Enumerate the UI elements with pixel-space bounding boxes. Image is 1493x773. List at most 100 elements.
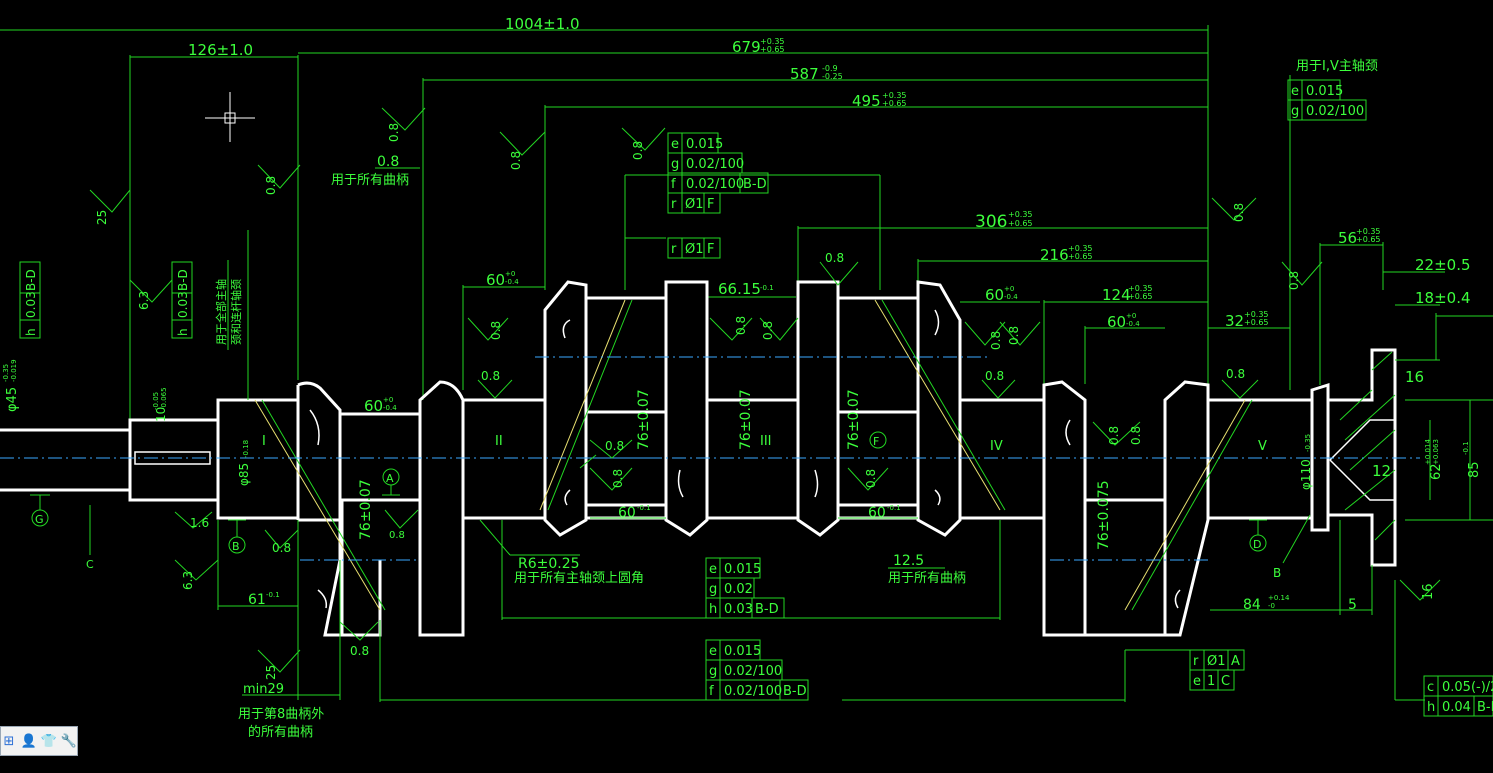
svg-text:+0.014: +0.014	[1424, 439, 1432, 465]
dim-85: 85	[1467, 461, 1482, 478]
svg-text:+0: +0	[383, 396, 393, 404]
svg-text:B-D: B-D	[743, 177, 767, 192]
svg-text:g: g	[671, 157, 679, 172]
dim-306: 306	[975, 212, 1007, 232]
note-main-journals: 用于I,V主轴颈	[1296, 59, 1378, 74]
dim-62: 62	[1429, 463, 1444, 480]
svg-text:+0: +0	[505, 270, 515, 278]
svg-text:c: c	[1427, 680, 1434, 695]
journal-label-3: III	[760, 434, 772, 449]
svg-text:+0.063: +0.063	[1432, 439, 1440, 465]
svg-text:C: C	[86, 558, 94, 571]
svg-text:Ø1: Ø1	[685, 242, 704, 257]
dim-22: 22±0.5	[1415, 256, 1471, 274]
dim-18: 18±0.4	[1415, 289, 1471, 307]
svg-text:0.8: 0.8	[1287, 271, 1301, 290]
svg-text:B-D: B-D	[1477, 700, 1493, 715]
svg-text:D: D	[1253, 538, 1261, 551]
dim-76-b: 76±0.07	[636, 389, 652, 450]
svg-text:-0.1: -0.1	[266, 591, 280, 599]
dim-495-tol-up: +0.35	[882, 91, 907, 100]
shirt-icon[interactable]: 👕	[40, 733, 58, 749]
dim-216-tol-up: +0.35	[1068, 244, 1093, 253]
journal-labels: I II III IV V	[262, 434, 1267, 454]
user-icon[interactable]: 👤	[20, 733, 38, 749]
svg-text:-0.4: -0.4	[505, 278, 519, 286]
journal-label-5: V	[1258, 439, 1267, 454]
svg-text:e: e	[709, 644, 717, 659]
svg-text:0.8: 0.8	[985, 369, 1004, 383]
wrench-icon[interactable]: 🔧	[60, 733, 78, 749]
svg-text:0.8: 0.8	[864, 469, 878, 488]
dim-60-d: 60	[364, 397, 383, 415]
centerlines	[0, 356, 1420, 561]
svg-text:0.8: 0.8	[734, 316, 748, 335]
svg-text:F: F	[873, 435, 879, 448]
svg-text:1: 1	[1207, 674, 1215, 689]
dim-5: 5	[1348, 597, 1357, 613]
dim-56-tol-up: +0.35	[1356, 227, 1381, 236]
dim-r6: R6±0.25	[518, 556, 580, 572]
svg-text:-0.065: -0.065	[160, 387, 168, 410]
dim-phi85: φ85	[237, 463, 251, 486]
svg-text:0.03: 0.03	[24, 291, 38, 318]
svg-text:e: e	[671, 137, 679, 152]
svg-text:f: f	[671, 177, 676, 192]
svg-text:-0.1: -0.1	[637, 504, 651, 512]
svg-text:0.8: 0.8	[1226, 367, 1245, 381]
dim-126: 126±1.0	[188, 41, 253, 59]
dim-32-tol-dn: +0.65	[1244, 318, 1269, 327]
svg-text:-0.4: -0.4	[1126, 320, 1140, 328]
dim-76-a: 76±0.07	[358, 479, 374, 540]
svg-text:0.8: 0.8	[1129, 426, 1143, 445]
svg-text:0.02/100: 0.02/100	[686, 157, 744, 172]
svg-text:0.8: 0.8	[611, 469, 625, 488]
dim-12-5: 12.5	[893, 553, 924, 569]
svg-text:0.8: 0.8	[1007, 326, 1021, 345]
svg-text:-0.35: -0.35	[1304, 434, 1312, 452]
top-dimensions	[0, 25, 1493, 560]
dim-60-s2: 60	[868, 505, 886, 521]
svg-text:+0: +0	[1126, 312, 1136, 320]
toolbar: ⊞ 👤 👕 🔧	[0, 726, 78, 756]
svg-text:0.8: 0.8	[1232, 203, 1246, 222]
dim-306-tol-up: +0.35	[1008, 210, 1033, 219]
svg-text:25: 25	[95, 210, 109, 225]
dim-32-tol-up: +0.35	[1244, 310, 1269, 319]
dim-60-a: 60	[486, 271, 505, 289]
svg-text:e: e	[1291, 84, 1299, 99]
svg-text:25: 25	[264, 665, 278, 680]
svg-text:0.8: 0.8	[264, 176, 278, 195]
dim-679-tol-up: +0.35	[760, 37, 785, 46]
svg-text:F: F	[707, 197, 714, 212]
table-icon[interactable]: ⊞	[3, 733, 15, 749]
svg-text:0.8: 0.8	[489, 321, 503, 340]
svg-text:g: g	[1291, 104, 1299, 119]
dim-66-15: 66.15	[718, 280, 761, 298]
dim-216-tol-dn: +0.65	[1068, 252, 1093, 261]
svg-text:A: A	[386, 472, 394, 485]
dim-56-tol-dn: +0.65	[1356, 235, 1381, 244]
note-vertical-2: 颈和连杆轴颈	[229, 279, 243, 345]
svg-text:0.015: 0.015	[686, 137, 723, 152]
dim-32: 32	[1225, 312, 1244, 330]
svg-text:6.3: 6.3	[137, 291, 151, 310]
note-main-fillets: 用于所有主轴颈上圆角	[514, 571, 644, 586]
dim-495: 495	[852, 92, 881, 110]
svg-text:0.8: 0.8	[605, 439, 624, 453]
svg-text:0.8: 0.8	[825, 251, 844, 265]
dim-306-tol-dn: +0.65	[1008, 219, 1033, 228]
svg-text:g: g	[709, 664, 717, 679]
dim-12: 12	[1372, 462, 1391, 480]
svg-text:G: G	[35, 513, 44, 526]
oil-holes	[254, 299, 1253, 611]
svg-text:r: r	[1193, 654, 1199, 669]
note-all-crankpins: 用于所有曲柄	[331, 173, 409, 188]
flange-hatch	[1339, 351, 1396, 541]
svg-text:0.8: 0.8	[350, 644, 369, 658]
crosshair-cursor	[205, 92, 255, 142]
svg-text:-0.1: -0.1	[760, 284, 774, 292]
dim-84: 84	[1243, 597, 1261, 613]
